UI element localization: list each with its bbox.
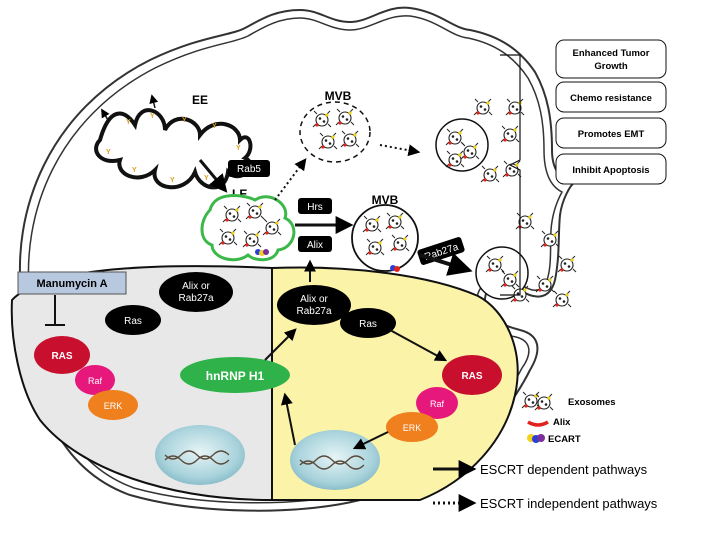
outcomes-bracket bbox=[500, 54, 521, 296]
right-alix-line1: Alix or bbox=[300, 294, 328, 305]
legend-exosomes: Exosomes bbox=[568, 397, 616, 408]
mvb-top-label: MVB bbox=[325, 89, 352, 103]
ee-label: EE bbox=[192, 93, 208, 107]
left-raf-node bbox=[75, 365, 115, 395]
legend: Exosomes Alix ECART ESCRT dependent path… bbox=[433, 392, 658, 512]
svg-text:Y: Y bbox=[182, 117, 187, 124]
outcome-box-4 bbox=[555, 153, 667, 185]
rab5-label: Rab5 bbox=[237, 164, 261, 175]
ee-exit-arrow bbox=[149, 94, 159, 109]
signaling-arrows bbox=[264, 259, 448, 450]
right-raf-node bbox=[416, 387, 458, 419]
left-erk-label: ERK bbox=[104, 401, 123, 411]
manumycin-box bbox=[17, 271, 127, 295]
right-RAS-label: RAS bbox=[461, 371, 482, 382]
inhibition-tbar-icon bbox=[45, 295, 65, 326]
svg-text:Y: Y bbox=[170, 177, 175, 184]
right-erk-node bbox=[386, 412, 438, 442]
svg-text:Y: Y bbox=[204, 175, 209, 182]
left-alix-line2: Rab27a bbox=[178, 293, 213, 304]
right-RAS-node bbox=[442, 355, 502, 395]
exosome-icon bbox=[522, 392, 553, 410]
le-to-mvb-dotted-arrow bbox=[274, 158, 307, 201]
outcome-box-3 bbox=[555, 117, 667, 149]
budding-vesicle-top bbox=[435, 118, 489, 172]
ee-to-le-arrow bbox=[198, 159, 228, 193]
ee-entry-arrow bbox=[101, 108, 110, 121]
svg-text:Y: Y bbox=[150, 113, 155, 120]
ecart-complex bbox=[390, 265, 400, 272]
outcome-2-text: Chemo resistance bbox=[570, 93, 652, 104]
rab5-tag bbox=[228, 160, 270, 177]
outcome-3-text: Promotes EMT bbox=[578, 129, 645, 140]
left-ras-label: Ras bbox=[124, 316, 142, 327]
svg-text:Y: Y bbox=[132, 167, 137, 174]
right-erk-label: ERK bbox=[403, 423, 422, 433]
left-erk-node bbox=[88, 390, 138, 420]
outcome-box-2 bbox=[555, 81, 667, 113]
right-alix-line2: Rab27a bbox=[296, 306, 331, 317]
outcome-1-line1: Enhanced Tumor bbox=[573, 48, 650, 59]
alix-icon bbox=[527, 420, 549, 427]
left-RAS-label: RAS bbox=[51, 351, 72, 362]
svg-text:Y: Y bbox=[106, 149, 111, 156]
outcome-4-text: Inhibit Apoptosis bbox=[572, 165, 649, 176]
dna-helix-icon bbox=[299, 455, 365, 470]
mvb-mid-label: MVB bbox=[372, 193, 399, 207]
mvb-escrt-independent bbox=[299, 101, 371, 163]
right-alix-rab27a-node bbox=[277, 285, 351, 325]
mvb-to-membrane-dotted-arrow bbox=[379, 144, 421, 157]
nucleolus-right bbox=[290, 430, 380, 490]
dna-helix-icon bbox=[164, 450, 230, 465]
ecart-icon bbox=[527, 434, 545, 443]
legend-alix: Alix bbox=[553, 417, 571, 428]
hnrnp-h1-node bbox=[180, 357, 290, 393]
nucleolus-left bbox=[155, 425, 245, 485]
early-endosome-membrane bbox=[94, 108, 253, 190]
alix-tag bbox=[298, 236, 332, 252]
svg-text:Y: Y bbox=[126, 119, 131, 126]
alix-label: Alix bbox=[307, 240, 323, 251]
legend-dependent: ESCRT dependent pathways bbox=[480, 462, 648, 477]
mvb-to-membrane-arrow bbox=[419, 252, 473, 276]
manumycin-label: Manumycin A bbox=[36, 278, 107, 290]
late-endosome-membrane bbox=[200, 194, 296, 262]
right-raf-label: Raf bbox=[430, 399, 445, 409]
svg-text:Y: Y bbox=[212, 123, 217, 130]
outcome-boxes: Enhanced Tumor Growth Chemo resistance P… bbox=[555, 39, 667, 185]
budding-vesicle-bottom bbox=[475, 246, 529, 300]
right-ras-label: Ras bbox=[359, 319, 377, 330]
left-alix-rab27a-node bbox=[159, 272, 233, 312]
ecart-complex bbox=[255, 249, 269, 256]
left-raf-label: Raf bbox=[88, 376, 103, 386]
hrs-label: Hrs bbox=[307, 202, 323, 213]
legend-ecart: ECART bbox=[548, 434, 581, 445]
mvb-escrt-dependent bbox=[351, 204, 419, 272]
legend-independent: ESCRT independent pathways bbox=[480, 496, 658, 511]
left-RAS-node bbox=[34, 336, 90, 374]
hnrnp-label: hnRNP H1 bbox=[206, 369, 265, 383]
hrs-tag bbox=[298, 198, 332, 214]
svg-text:Y: Y bbox=[236, 145, 241, 152]
outcome-1-line2: Growth bbox=[594, 61, 627, 72]
outcome-box-1 bbox=[555, 39, 667, 79]
right-ras-node bbox=[340, 308, 396, 338]
left-alix-line1: Alix or bbox=[182, 281, 210, 292]
left-ras-node bbox=[105, 305, 161, 335]
